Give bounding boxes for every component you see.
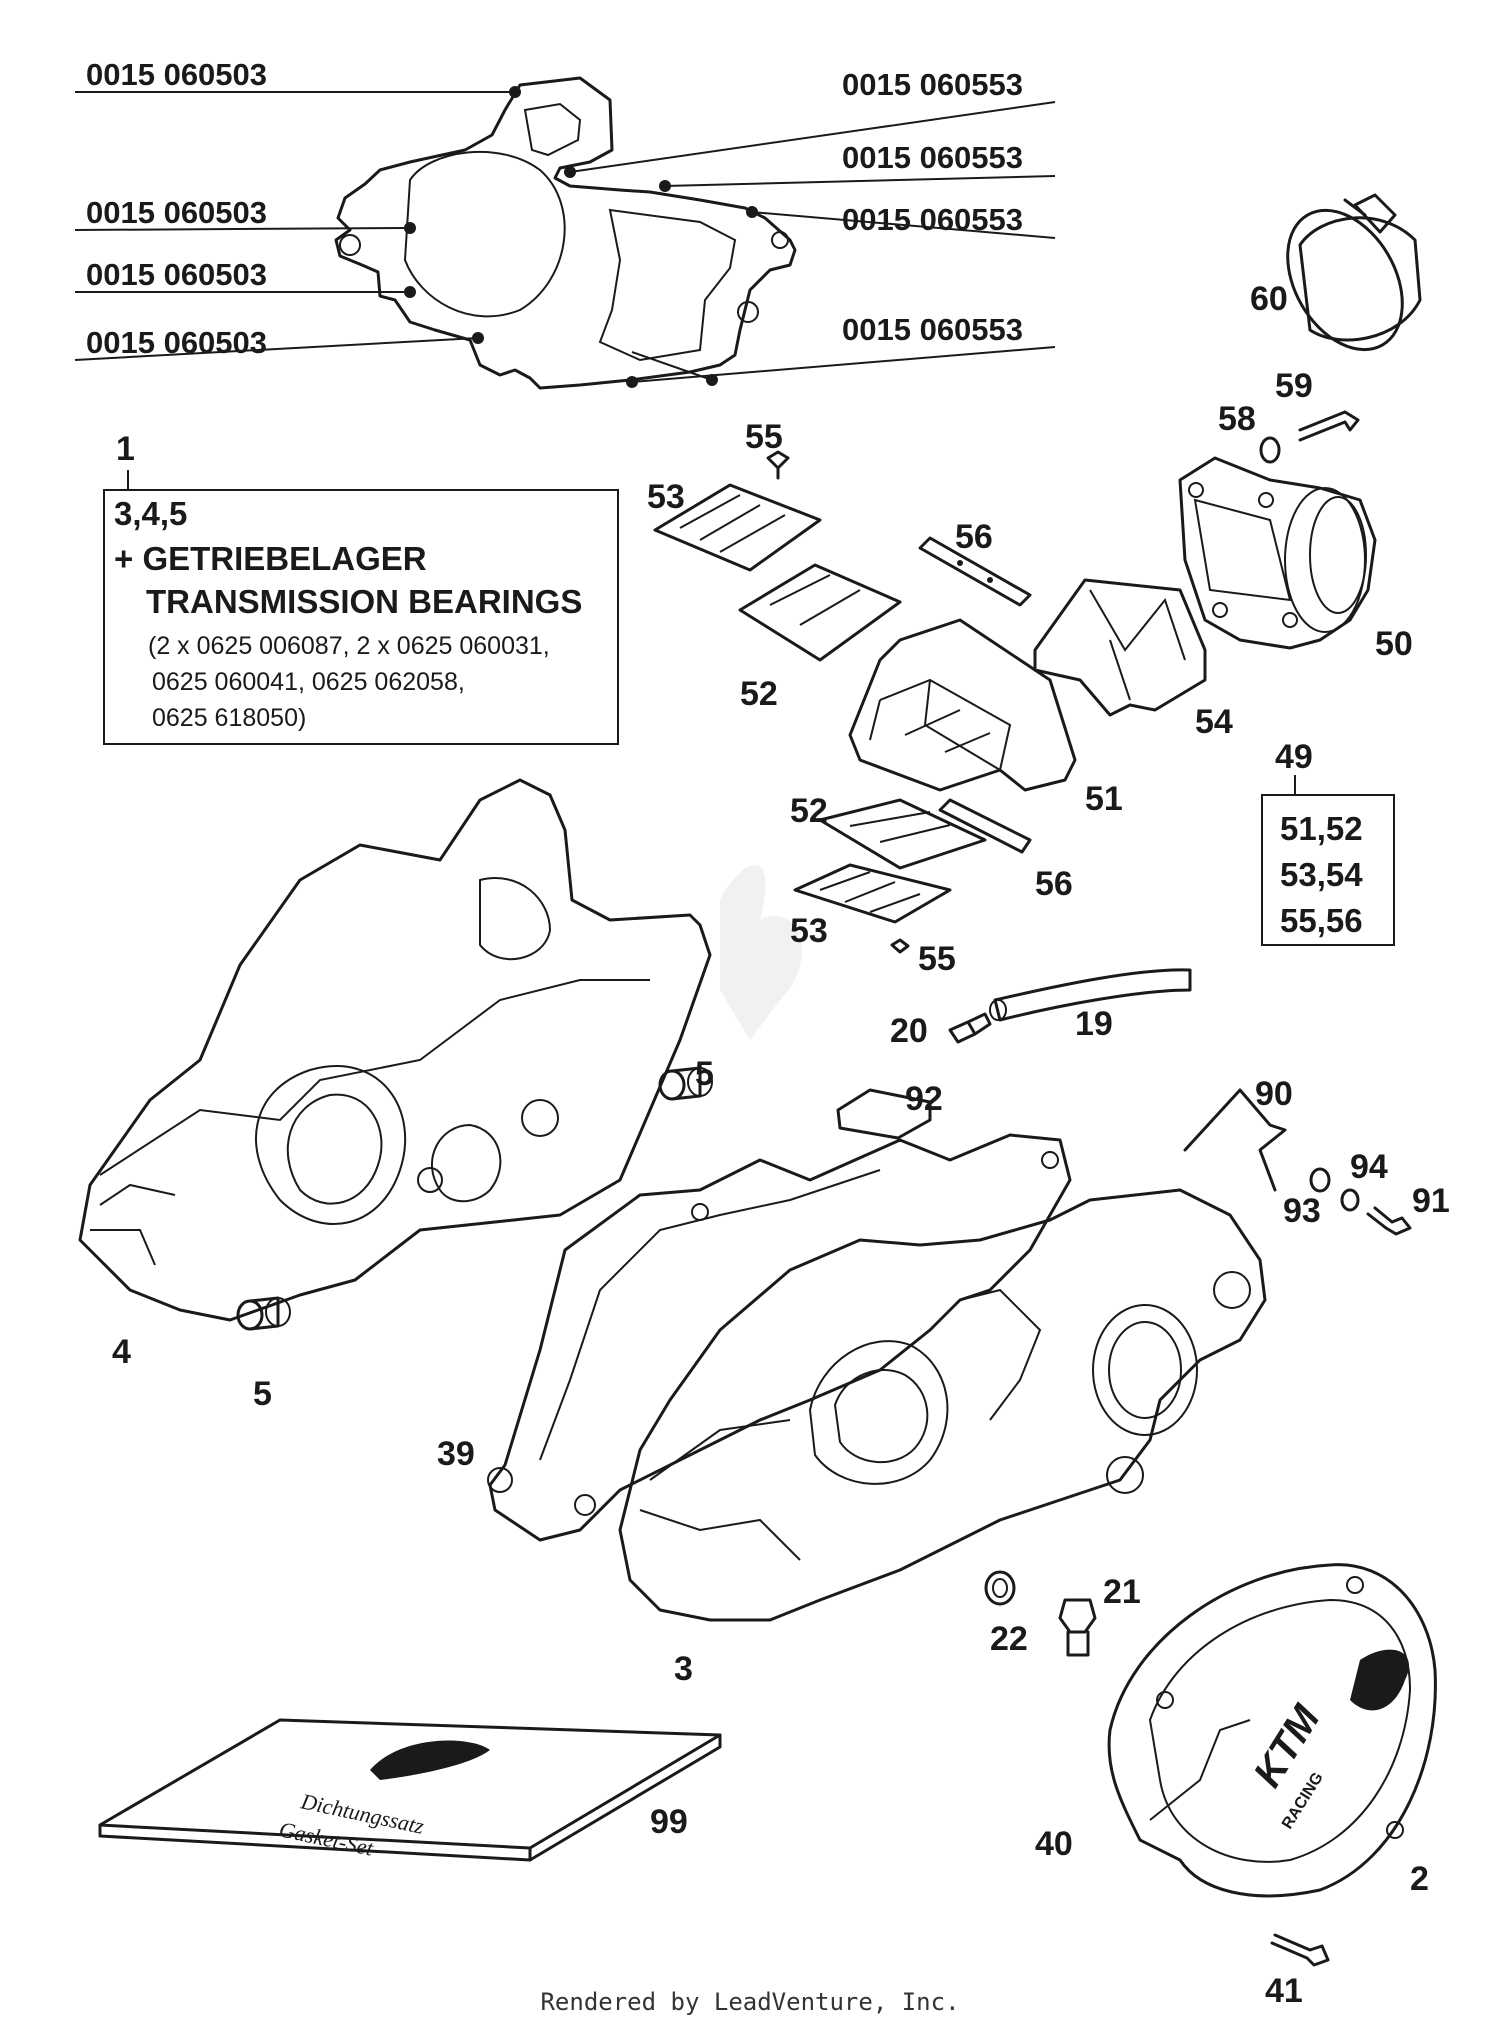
callout-40: 40: [1035, 1825, 1073, 1863]
callout-53-upper: 53: [647, 478, 685, 516]
callout-56-upper: 56: [955, 518, 993, 556]
gasket-set-package: Dichtungssatz Gasket-Set: [98, 1718, 722, 1862]
callout-59: 59: [1275, 367, 1313, 405]
reed-small-screw-upper: [766, 450, 790, 480]
kit-box-parts-1: (2 x 0625 006087, 2 x 0625 060031,: [148, 632, 550, 660]
gasket-ref-right-1: 0015 060553: [842, 67, 1023, 102]
crankcase-gasket: [487, 1133, 1072, 1542]
kit-box-parts-3: 0625 618050): [152, 704, 306, 732]
drain-plug: [1058, 1598, 1097, 1657]
reed-box-line2: 53,54: [1280, 856, 1363, 893]
callout-2: 2: [1410, 1860, 1429, 1898]
callout-20: 20: [890, 1012, 928, 1050]
callout-99: 99: [650, 1803, 688, 1841]
manifold-washer: [1259, 436, 1281, 464]
reed-petal-plate-upper: [738, 563, 902, 662]
callout-94: 94: [1350, 1148, 1388, 1186]
footer-credit: Rendered by LeadVenture, Inc.: [540, 1988, 960, 2016]
drain-plug-seal: [984, 1570, 1016, 1606]
breather-fitting: [948, 1012, 992, 1044]
callout-21: 21: [1103, 1573, 1141, 1611]
leadventure-watermark: [720, 865, 802, 1040]
intake-manifold: [1178, 456, 1377, 650]
reed-petal-plate-lower: [818, 798, 987, 870]
gasket-ref-left-1: 0015 060503: [86, 57, 267, 92]
callout-49: 49: [1275, 738, 1313, 776]
reed-small-screw-lower: [890, 938, 910, 954]
callout-60: 60: [1250, 280, 1288, 318]
wire-clip: [1183, 1088, 1287, 1192]
kit-box-line2: + GETRIEBELAGER: [114, 540, 427, 577]
callout-55-upper: 55: [745, 418, 783, 456]
reed-box-line1: 51,52: [1280, 810, 1363, 847]
callout-53-lower: 53: [790, 912, 828, 950]
callout-58: 58: [1218, 400, 1256, 438]
callout-52-lower: 52: [790, 792, 828, 830]
gasket-ref-right-4: 0015 060553: [842, 312, 1023, 347]
reed-stuffer: [1033, 578, 1207, 717]
gasket-ref-left-3: 0015 060503: [86, 257, 267, 292]
callout-92: 92: [905, 1080, 943, 1118]
gasket-leader-lines: [74, 86, 1056, 388]
callout-5-upper: 5: [695, 1055, 714, 1093]
kit-box-line3: TRANSMISSION BEARINGS: [146, 583, 582, 620]
cover-bolt: [1270, 1933, 1330, 1967]
kit-box: [103, 489, 619, 745]
bearing-5-upper: [658, 1066, 713, 1101]
crankcase-right-half: [618, 1188, 1267, 1622]
callout-91: 91: [1412, 1182, 1450, 1220]
reed-kit-box: [1261, 794, 1395, 946]
gasket-ref-right-2: 0015 060553: [842, 140, 1023, 175]
callout-22: 22: [990, 1620, 1028, 1658]
callout-54: 54: [1195, 703, 1233, 741]
cylinder-gasket: [334, 76, 797, 390]
manifold-bolt: [1298, 410, 1360, 442]
breather-hose: [989, 968, 1192, 1022]
reed-petals-upper: [653, 483, 822, 572]
callout-4: 4: [112, 1333, 131, 1371]
gasket-ref-right-3: 0015 060553: [842, 202, 1023, 237]
callout-52-upper: 52: [740, 675, 778, 713]
kit-box-parts-2: 0625 060041, 0625 062058,: [152, 668, 465, 696]
callout-labels: 60 59 58 55 53 56 50 52 54 51 52 56 53 5…: [112, 280, 1450, 2010]
reed-strip-lower: [938, 798, 1032, 854]
callout-39: 39: [437, 1435, 475, 1473]
kit-box-line1: 3,4,5: [114, 495, 187, 532]
washer-94: [1340, 1188, 1360, 1212]
rubber-pad: [836, 1088, 932, 1140]
callout-41: 41: [1265, 1972, 1303, 2010]
hose-clamp: [1286, 193, 1422, 352]
callout-93: 93: [1283, 1192, 1321, 1230]
callout-50: 50: [1375, 625, 1413, 663]
callout-51: 51: [1085, 780, 1123, 818]
callout-56-lower: 56: [1035, 865, 1073, 903]
crankcase-left-half: [78, 778, 712, 1322]
engine-cover: KTM RACING: [1107, 1563, 1437, 1898]
reed-strip-upper: [918, 536, 1032, 607]
reed-box-line3: 55,56: [1280, 902, 1363, 939]
bearing-5-lower: [236, 1296, 291, 1331]
reed-block: [848, 618, 1077, 792]
callout-19: 19: [1075, 1005, 1113, 1043]
callout-55-lower: 55: [918, 940, 956, 978]
callout-5-lower: 5: [253, 1375, 272, 1413]
callout-3: 3: [674, 1650, 693, 1688]
reed-petals-lower: [793, 863, 952, 924]
gasket-ref-left-2: 0015 060503: [86, 195, 267, 230]
washer-93: [1309, 1167, 1331, 1193]
callout-90: 90: [1255, 1075, 1293, 1113]
screw-91: [1366, 1206, 1412, 1236]
callout-1: 1: [116, 430, 135, 468]
gasket-ref-left-4: 0015 060503: [86, 325, 267, 360]
